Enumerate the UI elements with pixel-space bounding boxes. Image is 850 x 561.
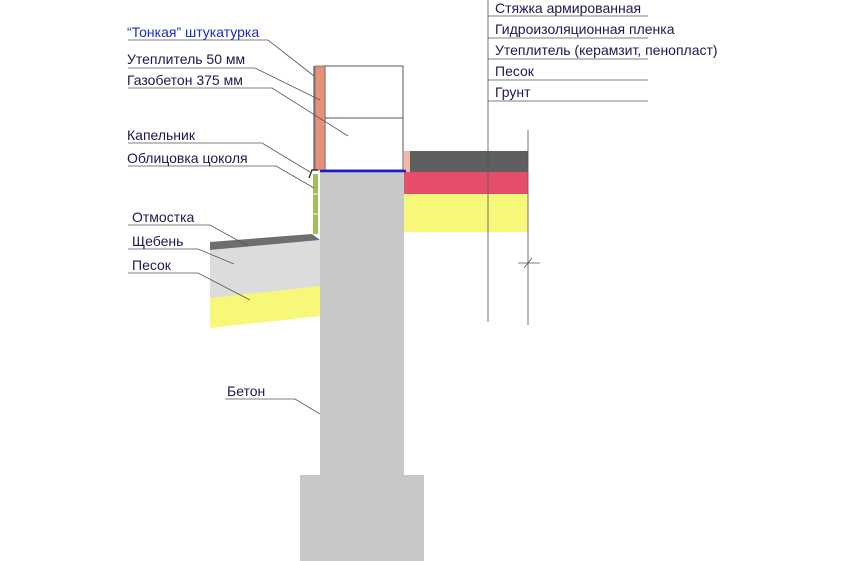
screed-layer [410,151,528,172]
label-drip-edge: Капельник [127,127,196,143]
label-aerated-concrete: Газобетон 375 мм [127,72,243,88]
floor-insulation-layer [404,172,528,194]
leader-aerated-concrete [128,87,349,137]
label-insulation: Утеплитель 50 мм [127,51,245,67]
label-soil: Грунт [495,84,531,100]
break-mark [518,257,540,269]
floor-sand-layer [404,194,528,232]
label-plinth-facing: Облицовка цоколя [127,150,248,166]
leader-concrete [225,398,321,415]
screed-edge-insulation [404,151,410,172]
leader-drip-edge [128,142,311,173]
label-screed: Стяжка армированная [495,0,641,16]
label-plaster: “Тонкая” штукатурка [127,24,259,40]
label-sand-outer: Песок [132,257,172,273]
leader-sand [128,272,251,301]
leader-plaster [128,39,315,77]
concrete-foundation-wall [320,172,404,477]
leader-crushed-stone [128,248,235,265]
leader-insulation [128,67,321,101]
blind-area-layer [210,234,320,250]
label-floor-insulation: Утеплитель (керамзит, пенопласт) [495,42,718,58]
leader-blind-area [128,224,249,247]
label-blind-area: Отмостка [132,209,195,225]
crushed-stone-layer [210,240,320,298]
leader-plinth-facing [128,165,315,189]
label-sand-floor: Песок [495,63,535,79]
label-concrete: Бетон [227,383,265,399]
drip-edge [308,169,318,179]
label-crushed-stone: Щебень [132,233,183,249]
label-waterproofing: Гидроизоляционная пленка [495,21,675,37]
plinth-facing [313,174,318,234]
concrete-footing [300,475,424,561]
